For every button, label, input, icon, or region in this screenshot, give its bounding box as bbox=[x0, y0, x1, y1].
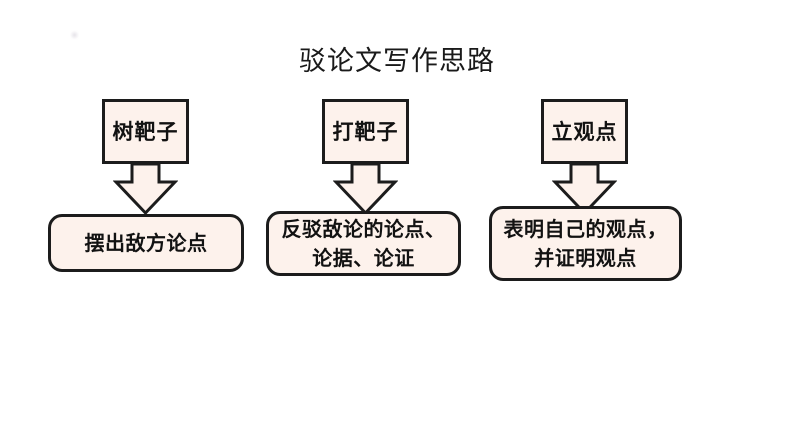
step-box-3[interactable]: 立观点 bbox=[541, 99, 628, 164]
step-box-1[interactable]: 树靶子 bbox=[102, 99, 189, 164]
down-arrow-icon-1 bbox=[113, 164, 178, 216]
outcome-box-1[interactable]: 摆出敌方论点 bbox=[48, 214, 244, 272]
down-arrow-icon-2 bbox=[333, 164, 398, 216]
down-arrow-icon-3 bbox=[552, 164, 617, 216]
outcome-box-3[interactable]: 表明自己的观点， 并证明观点 bbox=[489, 206, 682, 281]
page-title: 驳论文写作思路 bbox=[299, 46, 495, 77]
step-box-2[interactable]: 打靶子 bbox=[322, 99, 409, 164]
background-speck-artifact bbox=[70, 30, 79, 40]
outcome-text-3: 表明自己的观点， 并证明观点 bbox=[503, 216, 668, 270]
outcome-text-1: 摆出敌方论点 bbox=[84, 230, 208, 255]
outcome-box-2[interactable]: 反驳敌论的论点、 论据、论证 bbox=[266, 211, 461, 276]
outcome-text-2: 反驳敌论的论点、 论据、论证 bbox=[281, 216, 446, 270]
